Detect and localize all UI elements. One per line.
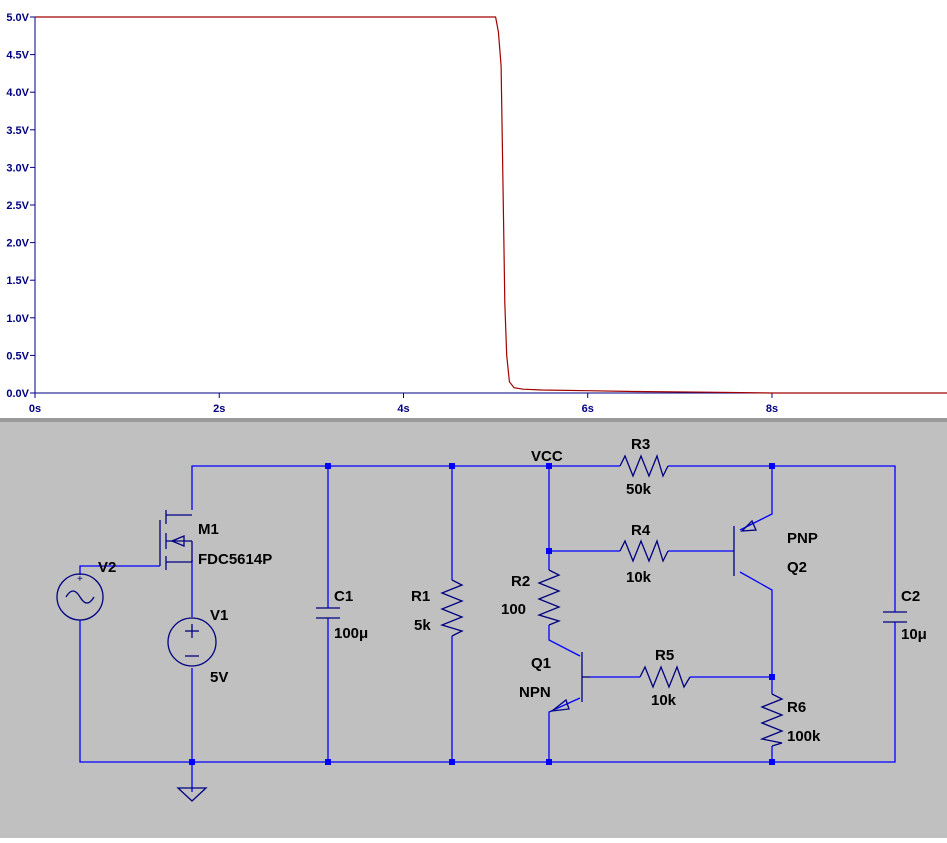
q1-transistor[interactable]: Q1 NPN — [519, 652, 590, 712]
r5-value: 10k — [651, 692, 677, 709]
r2-value: 100 — [501, 601, 526, 618]
x-tick-label: 2s — [213, 403, 225, 415]
r6-value: 100k — [787, 728, 821, 745]
r6-resistor[interactable]: R6 100k — [759, 693, 821, 747]
y-tick-label: 0.0V — [6, 388, 29, 400]
voltage-trace[interactable] — [35, 16, 947, 394]
m1-ref: M1 — [198, 521, 219, 538]
v2-source[interactable]: + V2 — [56, 559, 116, 621]
r3-resistor[interactable]: R3 50k — [619, 436, 669, 498]
y-tick-label: 0.5V — [6, 350, 29, 362]
q2-value: PNP — [787, 530, 818, 547]
x-tick-label: 8s — [766, 403, 778, 415]
q2-ref: Q2 — [787, 559, 807, 576]
y-tick-label: 4.0V — [6, 87, 29, 99]
x-tick-label: 4s — [397, 403, 409, 415]
junctions — [189, 463, 775, 765]
c2-capacitor[interactable]: C2 10μ — [883, 588, 927, 643]
y-tick-label: 3.0V — [6, 162, 29, 174]
waveform-pane[interactable]: 0.0V 0.5V 1.0V 1.5V 2.0V 2.5V 3.0V 3.5V 4.0V 4.5V… — [0, 0, 947, 418]
c2-value: 10μ — [901, 626, 927, 643]
c1-capacitor[interactable]: C1 100μ — [316, 588, 368, 642]
r3-ref: R3 — [631, 436, 650, 453]
c1-value: 100μ — [334, 625, 368, 642]
r3-value: 50k — [626, 481, 652, 498]
r2-resistor[interactable]: R2 100 — [501, 569, 561, 626]
r1-resistor[interactable]: R1 5k — [411, 579, 464, 637]
m1-mosfet[interactable]: M1 FDC5614P — [159, 510, 272, 570]
r4-value: 10k — [626, 569, 652, 586]
x-tick-label: 0s — [29, 403, 41, 415]
pane-divider[interactable] — [0, 418, 947, 422]
r2-ref: R2 — [511, 573, 530, 590]
r1-ref: R1 — [411, 588, 430, 605]
y-tick-label: 2.5V — [6, 200, 29, 212]
y-tick-label: 3.5V — [6, 125, 29, 137]
x-axis-ticks: 0s 2s 4s 6s 8s — [29, 393, 778, 415]
y-tick-label: 2.0V — [6, 238, 29, 250]
vcc-net-label: VCC — [531, 448, 563, 465]
y-tick-label: 5.0V — [6, 12, 29, 24]
schematic-canvas[interactable]: + V2 M1 FDC5614P V1 5V — [0, 422, 947, 838]
m1-value: FDC5614P — [198, 551, 272, 568]
r6-ref: R6 — [787, 699, 806, 716]
r4-resistor[interactable]: R4 10k — [619, 522, 669, 586]
q1-value: NPN — [519, 684, 551, 701]
r5-ref: R5 — [655, 647, 674, 664]
v2-plus-sign: + — [77, 574, 83, 585]
ground-symbol[interactable] — [176, 787, 208, 802]
x-tick-label: 6s — [582, 403, 594, 415]
y-axis-ticks: 0.0V 0.5V 1.0V 1.5V 2.0V 2.5V 3.0V 3.5V 4.0V 4.5V… — [6, 12, 35, 400]
y-tick-label: 1.5V — [6, 275, 29, 287]
y-tick-label: 4.5V — [6, 50, 29, 62]
r1-value: 5k — [414, 617, 431, 634]
v1-ref: V1 — [210, 607, 228, 624]
c2-ref: C2 — [901, 588, 920, 605]
q2-transistor[interactable]: PNP Q2 — [733, 519, 818, 576]
v1-value: 5V — [210, 669, 228, 686]
y-tick-label: 1.0V — [6, 313, 29, 325]
v2-ref: V2 — [98, 559, 116, 576]
r5-resistor[interactable]: R5 10k — [639, 647, 691, 709]
v1-source[interactable]: V1 5V — [167, 607, 228, 686]
q1-ref: Q1 — [531, 655, 551, 672]
wires — [79, 465, 896, 792]
waveform-plot[interactable]: 0.0V 0.5V 1.0V 1.5V 2.0V 2.5V 3.0V 3.5V 4.0V 4.5V… — [0, 0, 947, 418]
schematic-pane[interactable]: + V2 M1 FDC5614P V1 5V — [0, 422, 947, 838]
c1-ref: C1 — [334, 588, 353, 605]
r4-ref: R4 — [631, 522, 651, 539]
